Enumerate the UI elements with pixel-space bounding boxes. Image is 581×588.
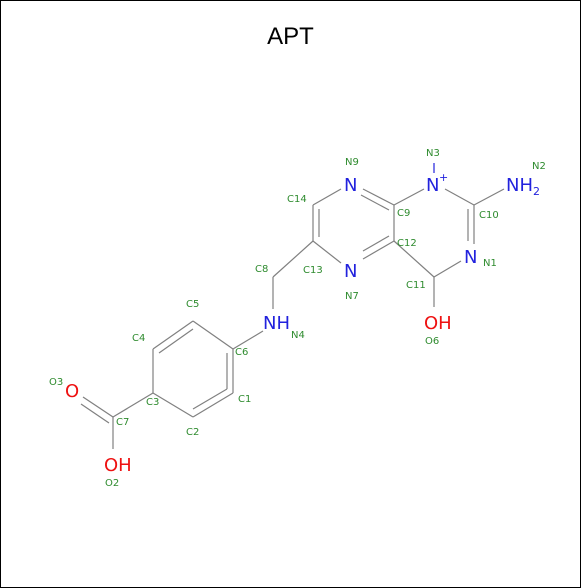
bond-n9-c9-double — [360, 194, 390, 211]
atom-n1-symbol: N — [464, 247, 477, 268]
bond-c7-o3-double — [80, 403, 110, 424]
bond-c7-o3 — [82, 396, 114, 418]
label-o2: O2 — [105, 478, 119, 489]
bond-n3-c10 — [444, 188, 475, 206]
atom-n3-charge: + — [439, 171, 448, 184]
bond-c12-n7 — [362, 240, 395, 260]
atom-n2-symbol: NH — [506, 175, 533, 196]
bond-c5-c4-double — [158, 328, 194, 354]
atom-n3-symbol: N — [426, 175, 439, 196]
label-n2: N2 — [532, 161, 546, 172]
label-n9: N9 — [345, 157, 359, 168]
bond-c6-c5 — [192, 320, 234, 350]
label-c14: C14 — [287, 194, 307, 205]
bond-c14-n9 — [312, 188, 342, 206]
label-c1: C1 — [238, 394, 251, 405]
label-n1: N1 — [483, 258, 497, 269]
molecule-title: APT — [267, 23, 314, 50]
bond-c3-c2 — [152, 392, 194, 418]
atom-o6-symbol: OH — [424, 313, 452, 334]
bonds — [80, 188, 505, 449]
atom-o2-symbol: OH — [104, 455, 132, 476]
atom-symbols: N N + NH 2 N N NH OH O OH — [65, 163, 540, 476]
label-n7: N7 — [345, 291, 359, 302]
label-c8: C8 — [255, 264, 268, 275]
bond-n7-c13 — [312, 240, 342, 264]
label-o3: O3 — [49, 377, 63, 388]
label-c6: C6 — [235, 347, 248, 358]
atom-n9-symbol: N — [344, 175, 357, 196]
label-c10: C10 — [479, 210, 499, 221]
label-c3: C3 — [146, 397, 159, 408]
label-c12: C12 — [397, 238, 417, 249]
label-c4: C4 — [132, 333, 145, 344]
label-o6: O6 — [425, 336, 439, 347]
bond-c3-c7 — [112, 392, 154, 418]
bond-c2-c1-double — [192, 388, 228, 410]
label-c7: C7 — [116, 417, 129, 428]
atom-n7-symbol: N — [344, 261, 357, 282]
atom-n2-subscript: 2 — [533, 185, 540, 198]
bond-c9-n3 — [393, 188, 425, 206]
bond-c5-c4 — [152, 320, 194, 350]
label-c9: C9 — [397, 208, 410, 219]
label-c11: C11 — [406, 280, 426, 291]
atom-n4-symbol: NH — [263, 313, 290, 334]
label-c5: C5 — [186, 299, 199, 310]
bond-c10-n2 — [473, 188, 505, 206]
bond-n1-c11 — [433, 260, 462, 278]
bond-c11-c12 — [393, 240, 435, 278]
bond-c13-c8 — [272, 240, 314, 278]
label-c2: C2 — [186, 427, 199, 438]
bond-n9-c9 — [362, 188, 395, 206]
atom-o3-symbol: O — [65, 381, 79, 402]
bond-c2-c1 — [192, 392, 234, 418]
atom-labels: N9 N3 N2 C14 C9 C10 C12 N1 C8 C13 C11 N7… — [49, 148, 546, 489]
bond-n4-c6 — [232, 330, 264, 350]
label-c13: C13 — [303, 265, 323, 276]
bond-c12-n7-double — [362, 235, 390, 252]
label-n4: N4 — [291, 330, 305, 341]
label-n3: N3 — [426, 148, 440, 159]
